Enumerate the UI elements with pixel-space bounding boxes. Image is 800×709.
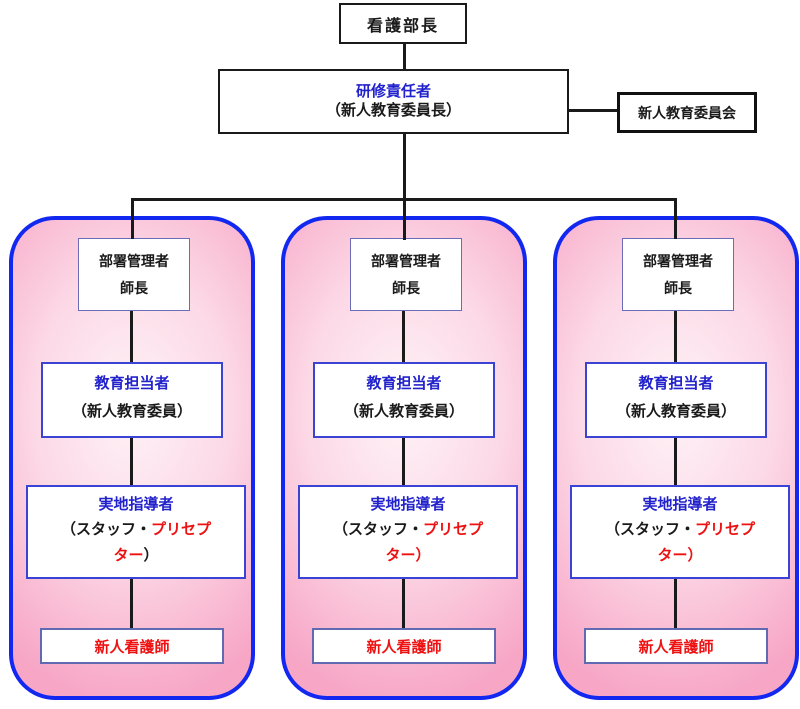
connector-educator-instructor [130, 438, 133, 486]
committee-box: 新人教育委員会 [617, 92, 757, 133]
manager-line2: 師長 [120, 280, 148, 297]
nurse-label: 新人看護師 [366, 638, 442, 656]
nurse-label: 新人看護師 [638, 638, 714, 656]
nurse-box: 新人看護師 [312, 628, 496, 664]
connector-instructor-nurse [130, 579, 133, 629]
instructor-title: 実地指導者 [370, 496, 446, 513]
educator-title: 教育担当者 [94, 375, 170, 392]
director-label: 看護部長 [366, 17, 439, 35]
connector-director-training [403, 44, 406, 69]
close-paren: ） [415, 547, 431, 564]
close-paren: ） [687, 547, 703, 564]
connector-distribution [131, 198, 677, 201]
nurse-box: 新人看護師 [584, 628, 768, 664]
instructor-subtitle-line1: （スタッフ・プリセプ [60, 521, 212, 538]
training-manager-box: 研修責任者 （新人教育委員長） [218, 69, 569, 134]
instructor-box: 実地指導者 （スタッフ・プリセプ ター） [570, 485, 790, 579]
connector-instructor-nurse [674, 579, 677, 629]
educator-title: 教育担当者 [638, 375, 714, 392]
department-panel: 部署管理者 師長 教育担当者 （新人教育委員） 実地指導者 （スタッフ・プリセプ… [553, 216, 799, 700]
manager-box: 部署管理者 師長 [622, 238, 734, 311]
educator-box: 教育担当者 （新人教育委員） [313, 362, 495, 438]
close-paren: ） [143, 547, 159, 564]
connector-training-committee [567, 109, 617, 112]
educator-title: 教育担当者 [366, 375, 442, 392]
department-panel: 部署管理者 師長 教育担当者 （新人教育委員） 実地指導者 （スタッフ・プリセプ… [9, 216, 255, 700]
instructor-subtitle-line2: ター） [113, 547, 159, 564]
manager-line1: 部署管理者 [371, 252, 441, 269]
instructor-subtitle-line1: （スタッフ・プリセプ [332, 521, 484, 538]
connector-educator-instructor [674, 438, 677, 486]
manager-box: 部署管理者 師長 [78, 238, 190, 311]
connector-training-center [403, 134, 406, 240]
connector-drop-right [674, 198, 677, 239]
department-panel: 部署管理者 師長 教育担当者 （新人教育委員） 実地指導者 （スタッフ・プリセプ… [281, 216, 527, 700]
manager-line1: 部署管理者 [643, 252, 713, 269]
connector-instructor-nurse [402, 579, 405, 629]
educator-subtitle: （新人教育委員） [615, 403, 736, 420]
educator-subtitle: （新人教育委員） [343, 403, 464, 420]
connector-manager-educator [402, 311, 405, 363]
training-manager-title: 研修責任者 [355, 83, 431, 100]
committee-label: 新人教育委員会 [638, 104, 736, 121]
instructor-box: 実地指導者 （スタッフ・プリセプ ター） [298, 485, 518, 579]
educator-box: 教育担当者 （新人教育委員） [585, 362, 767, 438]
instructor-title: 実地指導者 [642, 496, 718, 513]
connector-educator-instructor [402, 438, 405, 486]
instructor-subtitle-line2: ター） [385, 547, 431, 564]
instructor-title: 実地指導者 [98, 496, 174, 513]
educator-subtitle: （新人教育委員） [71, 403, 192, 420]
nurse-label: 新人看護師 [94, 638, 170, 656]
training-manager-subtitle: （新人教育委員長） [325, 102, 461, 119]
manager-line2: 師長 [392, 280, 420, 297]
nurse-box: 新人看護師 [40, 628, 224, 664]
director-box: 看護部長 [339, 3, 467, 44]
connector-manager-educator [674, 311, 677, 363]
connector-drop-left [131, 198, 134, 239]
manager-line2: 師長 [664, 280, 692, 297]
manager-box: 部署管理者 師長 [350, 238, 462, 311]
connector-manager-educator [130, 311, 133, 363]
educator-box: 教育担当者 （新人教育委員） [41, 362, 223, 438]
instructor-subtitle-line1: （スタッフ・プリセプ [604, 521, 756, 538]
instructor-box: 実地指導者 （スタッフ・プリセプ ター） [26, 485, 246, 579]
manager-line1: 部署管理者 [99, 252, 169, 269]
instructor-subtitle-line2: ター） [657, 547, 703, 564]
